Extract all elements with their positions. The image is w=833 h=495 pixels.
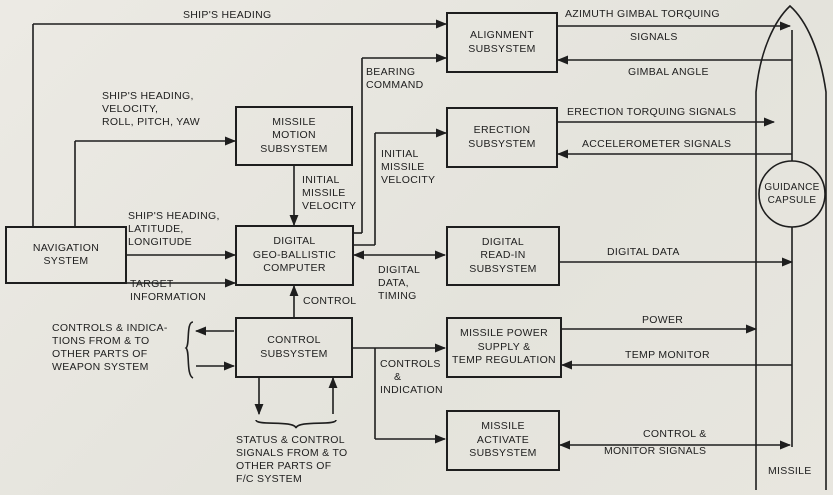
initial-velocity-computer-label: INITIAL MISSILE VELOCITY [302, 174, 356, 213]
erection-torquing-label: ERECTION TORQUING SIGNALS [567, 106, 737, 118]
label-line: MISSILE [302, 187, 346, 199]
ships-heading-label: SHIP'S HEADING [183, 9, 272, 21]
label-line: DIGITAL [378, 264, 421, 276]
box-label: MOTION [272, 129, 316, 142]
accelerometer-label: ACCELEROMETER SIGNALS [582, 138, 732, 150]
alignment-subsystem-box: ALIGNMENT SUBSYSTEM [446, 12, 558, 73]
label-line: VELOCITY, [102, 103, 159, 115]
label-line: DATA, [378, 277, 409, 289]
label-line: COMMAND [366, 79, 424, 91]
box-label: SUBSYSTEM [468, 42, 536, 55]
power-supply-box: MISSILE POWER SUPPLY & TEMP REGULATION [446, 317, 562, 378]
label-line: VELOCITY [302, 200, 357, 212]
label-line: TARGET [130, 278, 174, 290]
label-line: STATUS & CONTROL [236, 434, 345, 446]
box-label: TEMP REGULATION [452, 354, 556, 367]
box-label: SUBSYSTEM [468, 137, 536, 150]
control-label: CONTROL [303, 295, 357, 307]
label-line: CONTROL & [643, 428, 707, 440]
activate-subsystem-box: MISSILE ACTIVATE SUBSYSTEM [446, 410, 560, 471]
label-line: GUIDANCE [764, 182, 820, 193]
box-label: NAVIGATION [32, 241, 100, 254]
digital-computer-box: DIGITAL GEO-BALLISTIC COMPUTER [235, 225, 354, 286]
control-monitor-label: CONTROL & MONITOR SIGNALS [604, 428, 707, 458]
label-line: CONTROLS & INDICA- [52, 322, 168, 334]
erection-subsystem-box: ERECTION SUBSYSTEM [446, 107, 558, 168]
bearing-command-label: BEARING COMMAND [366, 66, 424, 92]
label-line: MISSILE [381, 161, 425, 173]
box-label: READ-IN [480, 249, 526, 262]
navigation-system-box: NAVIGATION SYSTEM [5, 226, 127, 284]
label-line: CAPSULE [767, 195, 817, 206]
label-line: TIMING [378, 290, 417, 302]
label-line: SIGNALS FROM & TO [236, 447, 348, 459]
box-label: DIGITAL [481, 235, 525, 248]
label-line: OTHER PARTS OF [52, 348, 148, 360]
box-label: COMPUTER [263, 262, 326, 275]
missile-label: MISSILE [768, 465, 812, 477]
box-label: SUBSYSTEM [260, 347, 328, 360]
nav-to-motion-label: SHIP'S HEADING, VELOCITY, ROLL, PITCH, Y… [102, 90, 200, 129]
missile-motion-box: MISSILE MOTION SUBSYSTEM [235, 106, 353, 166]
label-line: INDICATION [380, 384, 443, 396]
box-label: MISSILE [272, 115, 316, 128]
box-label: DIGITAL [273, 235, 316, 248]
box-label: ERECTION [473, 124, 531, 136]
box-label: SYSTEM [43, 255, 89, 267]
nav-to-computer-label: SHIP'S HEADING, LATITUDE, LONGITUDE [128, 210, 220, 249]
missile-outline [755, 4, 827, 490]
label-line: INFORMATION [130, 291, 207, 303]
box-label: ACTIVATE [476, 433, 530, 446]
control-subsystem-box: CONTROL SUBSYSTEM [235, 317, 353, 378]
digital-data-label: DIGITAL DATA [607, 246, 680, 258]
label-line: MONITOR SIGNALS [604, 445, 707, 457]
status-signals-label: STATUS & CONTROL SIGNALS FROM & TO OTHER… [236, 434, 347, 486]
target-information-label: TARGET INFORMATION [130, 278, 206, 304]
label-line: LONGITUDE [128, 236, 192, 248]
label-line: F/C SYSTEM [236, 473, 303, 485]
label-line: LATITUDE, [128, 223, 184, 235]
label-line: WEAPON SYSTEM [52, 361, 149, 373]
label-line: TIONS FROM & TO [52, 335, 150, 347]
label-line: CONTROLS [380, 358, 441, 370]
box-label: CONTROL [267, 334, 321, 346]
gimbal-angle-label: GIMBAL ANGLE [628, 66, 709, 78]
label-line: INITIAL [381, 148, 419, 160]
digital-timing-label: DIGITAL DATA, TIMING [378, 264, 420, 303]
label-line: OTHER PARTS OF [236, 460, 332, 472]
label-line: INITIAL [302, 174, 340, 186]
label-line: SHIP'S HEADING, [102, 90, 194, 102]
box-label: SUPPLY & [477, 340, 531, 353]
box-label: ALIGNMENT [470, 29, 534, 41]
guidance-capsule-label: GUIDANCE CAPSULE [762, 181, 822, 207]
temp-monitor-label: TEMP MONITOR [625, 349, 710, 361]
box-label: MISSILE POWER [460, 327, 548, 340]
box-label: SUBSYSTEM [469, 262, 537, 275]
controls-indication-label: CONTROLS & INDICATION [380, 358, 443, 397]
external-controls-label: CONTROLS & INDICA- TIONS FROM & TO OTHER… [52, 322, 168, 374]
box-label: MISSILE [481, 420, 525, 433]
box-label: SUBSYSTEM [469, 447, 537, 460]
read-in-subsystem-box: DIGITAL READ-IN SUBSYSTEM [446, 226, 560, 286]
label-line: BEARING [366, 66, 416, 78]
label-line: SHIP'S HEADING, [128, 210, 220, 222]
signals-label: SIGNALS [630, 31, 678, 43]
label-line: & [394, 371, 402, 383]
box-label: GEO-BALLISTIC [252, 248, 337, 261]
box-label: SUBSYSTEM [260, 142, 328, 155]
label-line: ROLL, PITCH, YAW [102, 116, 200, 128]
power-label: POWER [642, 314, 684, 326]
label-line: VELOCITY [381, 174, 436, 186]
azimuth-label: AZIMUTH GIMBAL TORQUING [565, 8, 720, 20]
initial-velocity-erection-label: INITIAL MISSILE VELOCITY [381, 148, 435, 187]
